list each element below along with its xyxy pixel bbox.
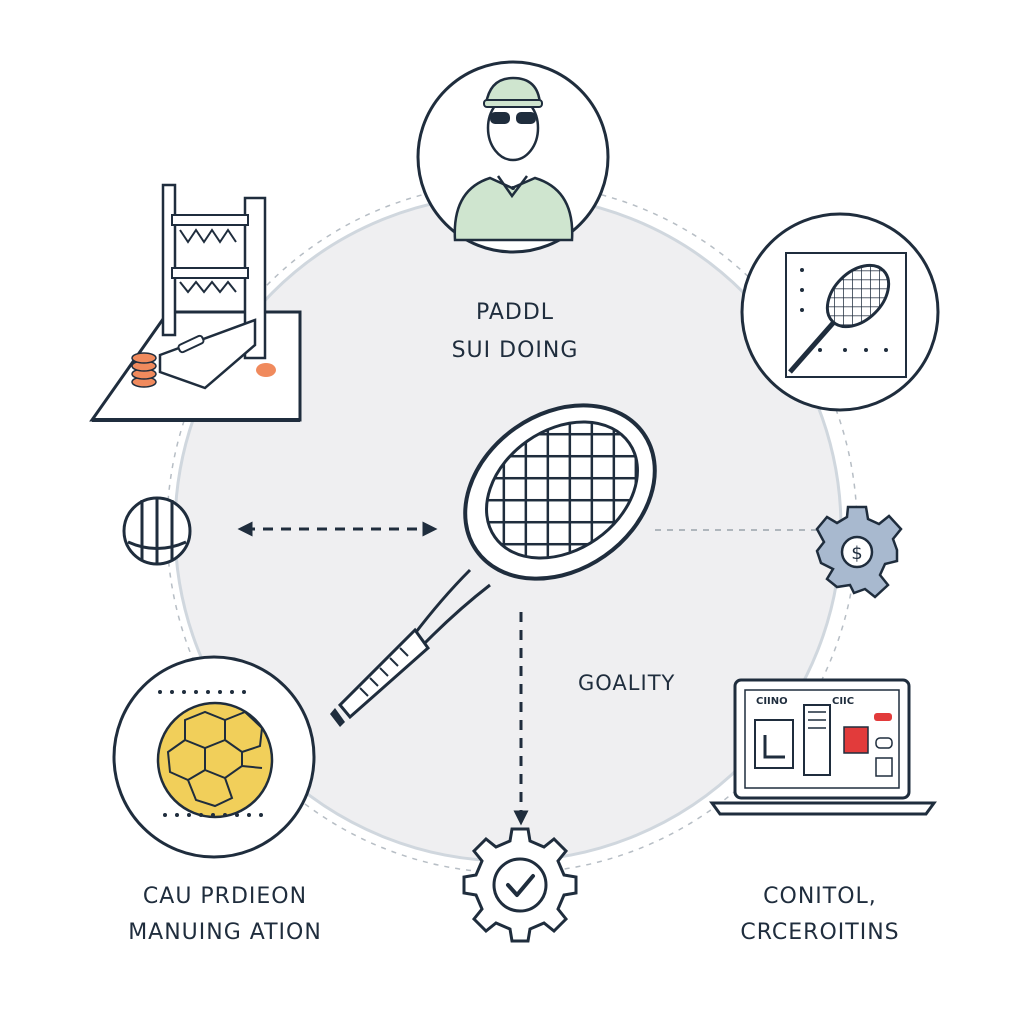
manufacturing-label-line1: CAU PRDIEON bbox=[142, 884, 308, 909]
quality-label: GOALITY bbox=[578, 671, 676, 695]
cost-gear-icon: $ bbox=[815, 505, 903, 599]
player-avatar-icon bbox=[416, 60, 610, 254]
ball-production-icon bbox=[112, 655, 316, 859]
laptop-dashboard-icon: CIINO CIIC bbox=[709, 678, 937, 816]
control-label-line2: CRCEROITINS bbox=[740, 920, 900, 945]
racket-card-icon bbox=[740, 212, 940, 412]
center-label-line2: SUI DOING bbox=[451, 338, 579, 363]
manufacturing-label-line2: MANUING ATION bbox=[128, 920, 322, 945]
laptop-text-2: CIIC bbox=[832, 696, 854, 707]
orange-ball-icon bbox=[256, 363, 276, 377]
coin-stack-icon bbox=[131, 352, 157, 388]
center-label-line1: PADDL bbox=[475, 300, 555, 325]
laptop-text-1: CIINO bbox=[756, 696, 788, 707]
control-label-line1: CONITOL, bbox=[763, 884, 877, 909]
production-station-icon bbox=[89, 183, 302, 422]
ball-icon bbox=[122, 496, 192, 566]
gear-symbol: $ bbox=[851, 543, 862, 564]
racket-icon bbox=[330, 403, 657, 727]
quality-check-gear-icon bbox=[462, 827, 578, 943]
